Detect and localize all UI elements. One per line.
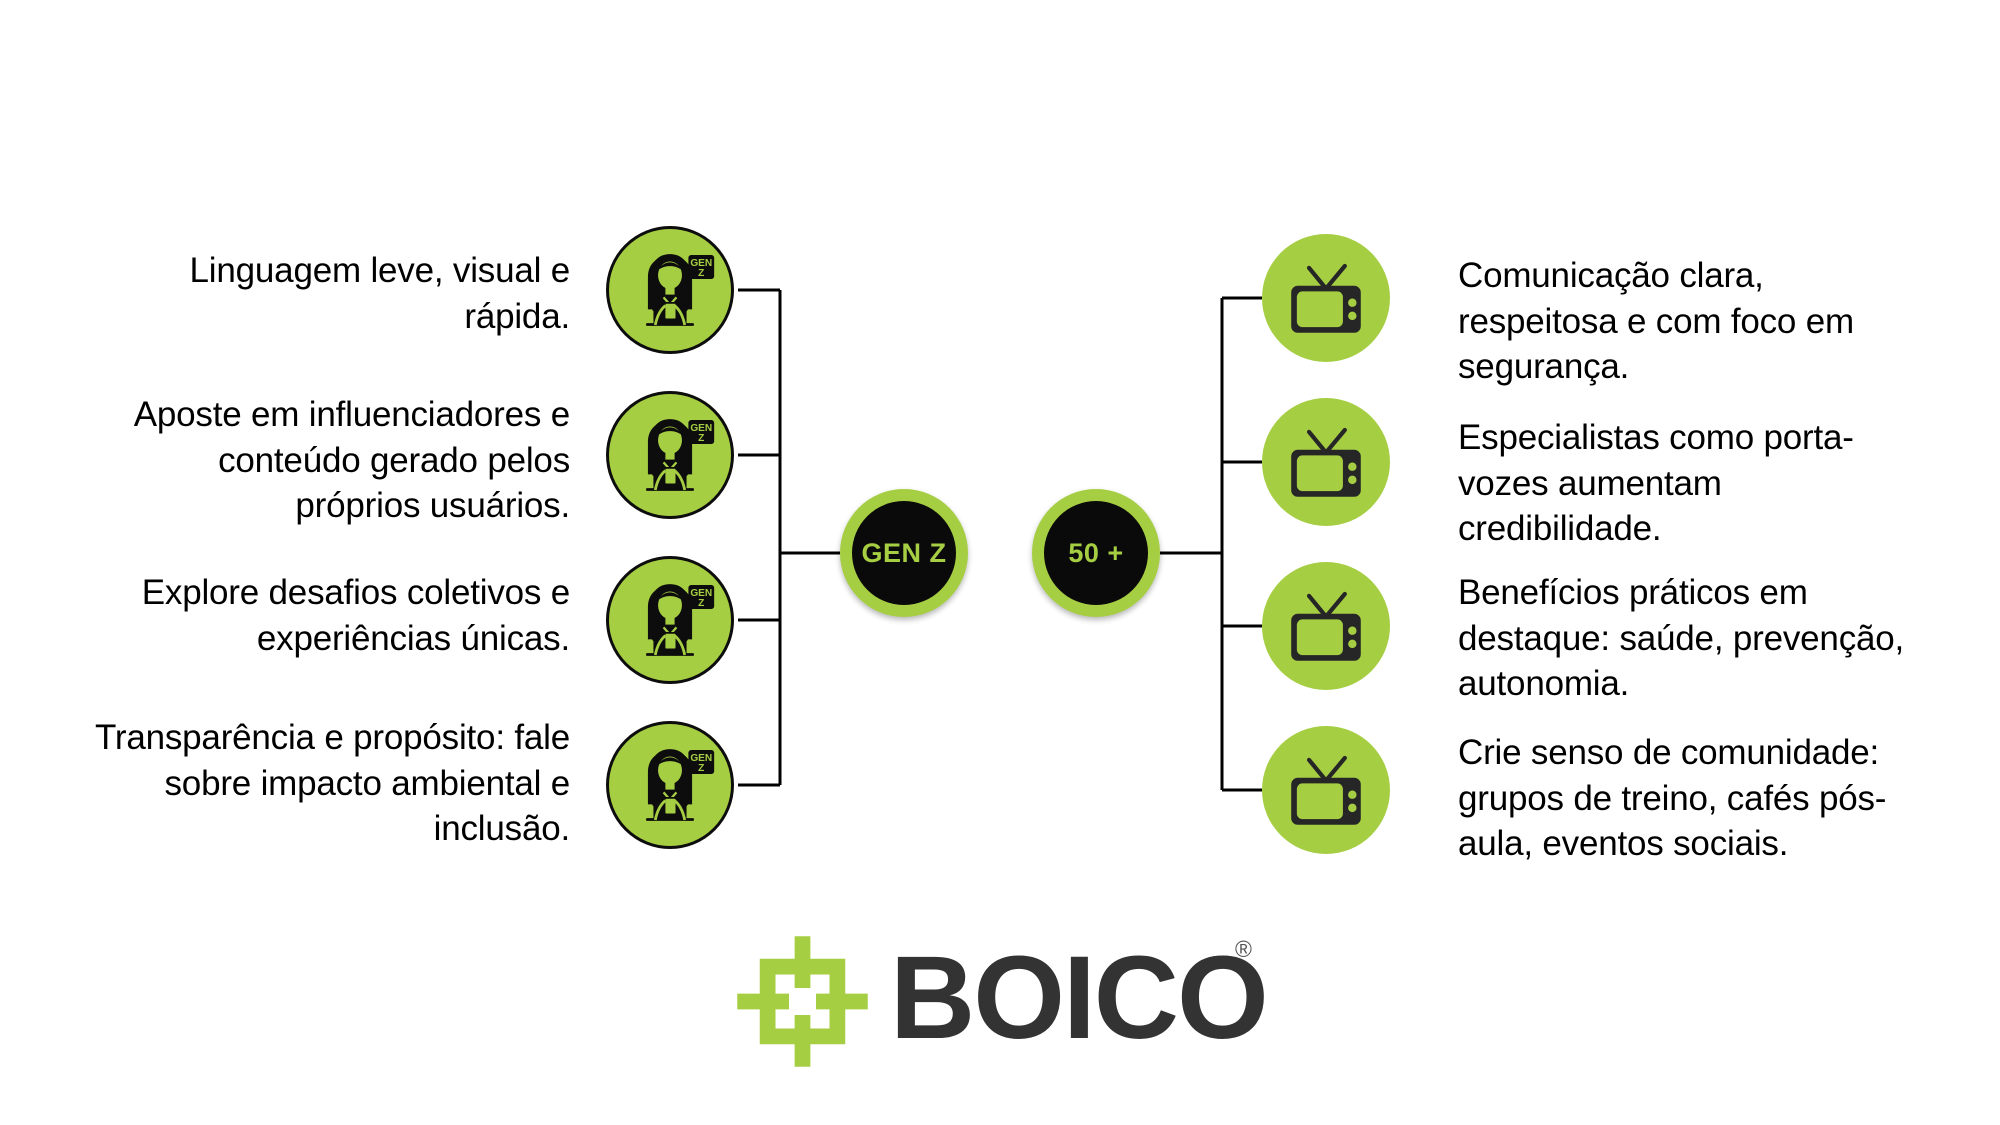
registered-trademark-icon: ® bbox=[1235, 936, 1252, 962]
right-leaf-icon-2[interactable] bbox=[1262, 398, 1390, 526]
right-leaf-icon-1[interactable] bbox=[1262, 234, 1390, 362]
gen-z-person-phone-icon: GEN Z bbox=[646, 254, 715, 326]
retro-television-icon bbox=[1291, 591, 1361, 661]
svg-text:GEN: GEN bbox=[690, 423, 712, 434]
right-item-text-4: Crie senso de comunidade: grupos de trei… bbox=[1458, 733, 1887, 863]
left-item-text-1: Linguagem leve, visual e rápida. bbox=[189, 251, 571, 336]
right-leaf-icon-3[interactable] bbox=[1262, 562, 1390, 690]
left-leaf-icon-2[interactable]: GEN Z bbox=[606, 391, 734, 519]
gen-z-person-phone-icon: GEN Z bbox=[646, 584, 715, 656]
retro-television-icon bbox=[1291, 263, 1361, 333]
gen-z-badge: GEN Z bbox=[688, 255, 715, 279]
boico-crosshair-mark bbox=[737, 936, 868, 1067]
svg-text:Z: Z bbox=[698, 598, 704, 609]
gen-z-badge: GEN Z bbox=[688, 420, 715, 444]
right-item-text-1: Comunicação clara, respeitosa e com foco… bbox=[1458, 256, 1854, 386]
hub-50-plus-disc: 50 + bbox=[1044, 501, 1148, 605]
svg-text:GEN: GEN bbox=[690, 258, 712, 269]
gen-z-person-phone-icon: GEN Z bbox=[646, 419, 715, 491]
svg-text:Z: Z bbox=[698, 268, 704, 279]
left-item-text-2: Aposte em influenciadores e conteúdo ger… bbox=[133, 395, 570, 525]
svg-text:GEN: GEN bbox=[690, 753, 712, 764]
right-item-text-2: Especialistas como porta-vozes aumentam … bbox=[1458, 418, 1854, 548]
gen-z-badge: GEN Z bbox=[688, 585, 715, 609]
hub-50-plus[interactable]: 50 + bbox=[1032, 489, 1160, 617]
boico-logo: BOICO ® bbox=[735, 930, 1275, 1080]
gen-z-person-phone-icon: GEN Z bbox=[646, 749, 715, 821]
gen-z-badge: GEN Z bbox=[688, 750, 715, 774]
svg-text:GEN: GEN bbox=[690, 588, 712, 599]
left-item-text-4: Transparência e propósito: fale sobre im… bbox=[95, 718, 570, 848]
left-leaf-icon-3[interactable]: GEN Z bbox=[606, 556, 734, 684]
svg-text:Z: Z bbox=[698, 763, 704, 774]
hub-gen-z-label: GEN Z bbox=[861, 537, 947, 568]
right-leaf-icon-4[interactable] bbox=[1262, 726, 1390, 854]
left-leaf-icon-1[interactable]: GEN Z bbox=[606, 226, 734, 354]
right-item-text-3: Benefícios práticos em destaque: saúde, … bbox=[1458, 573, 1905, 703]
left-leaf-icon-4[interactable]: GEN Z bbox=[606, 721, 734, 849]
hub-gen-z-disc: GEN Z bbox=[852, 501, 956, 605]
hub-gen-z[interactable]: GEN Z bbox=[840, 489, 968, 617]
hub-50-plus-label: 50 + bbox=[1068, 537, 1124, 568]
svg-text:Z: Z bbox=[698, 433, 704, 444]
boico-wordmark: BOICO bbox=[890, 932, 1269, 1064]
retro-television-icon bbox=[1291, 427, 1361, 497]
retro-television-icon bbox=[1291, 755, 1361, 825]
left-item-text-3: Explore desafios coletivos e experiência… bbox=[141, 573, 570, 658]
